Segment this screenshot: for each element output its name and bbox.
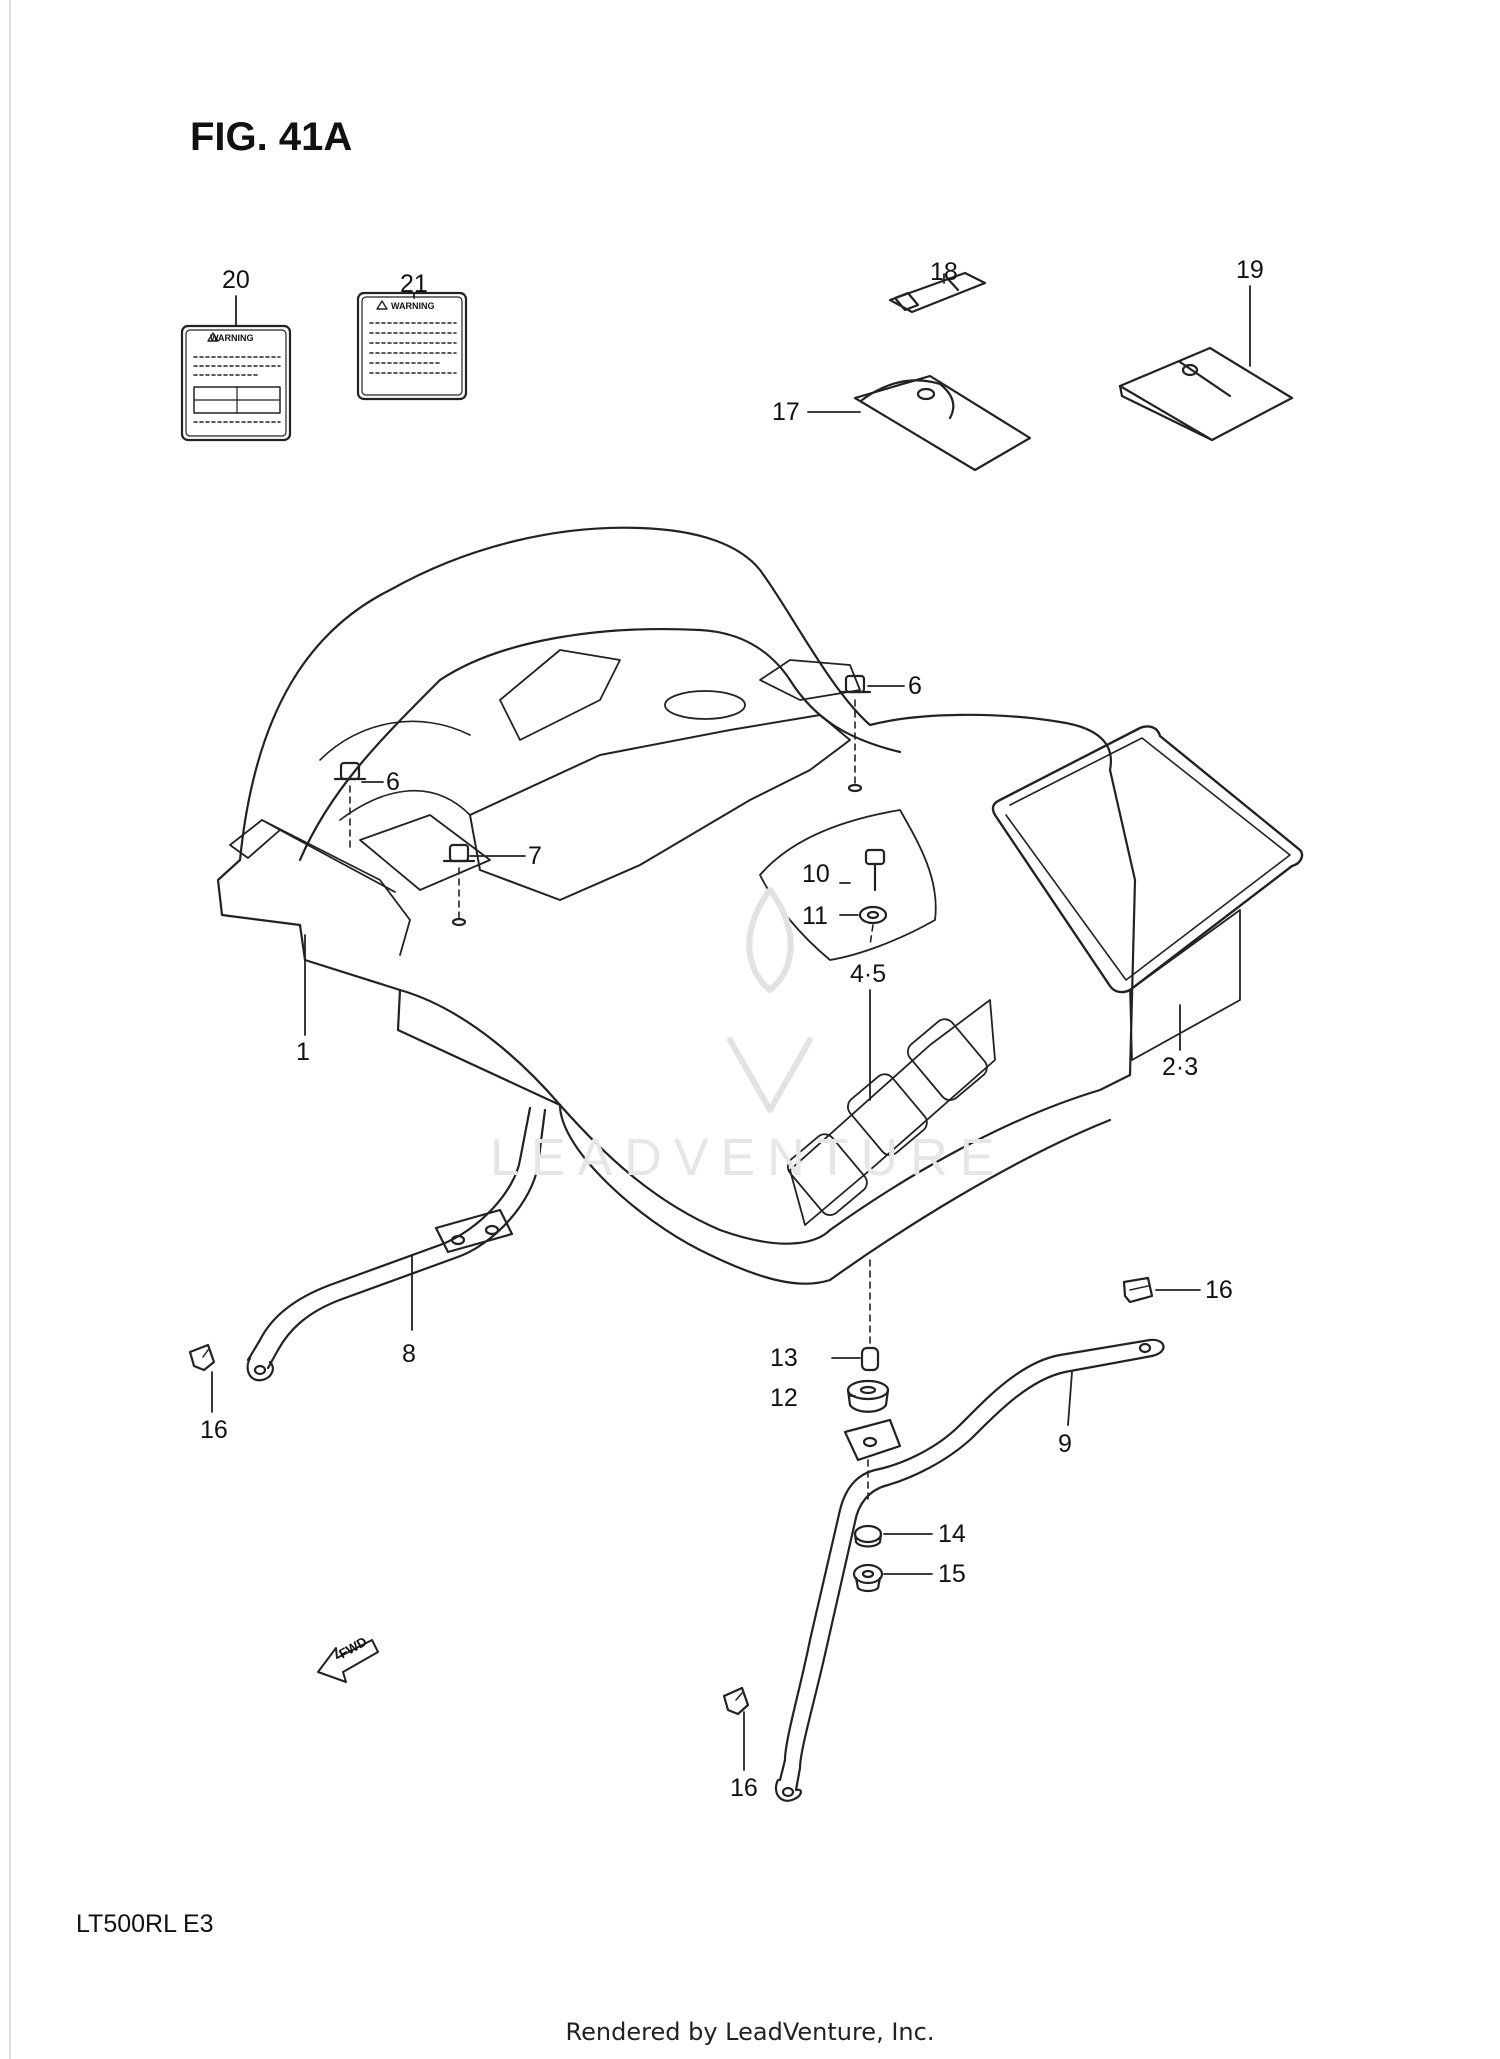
callout-13: 13 bbox=[770, 1344, 798, 1372]
callout-8: 8 bbox=[402, 1340, 416, 1368]
figure-title: FIG. 41A bbox=[190, 115, 353, 159]
callout-15: 15 bbox=[938, 1560, 966, 1588]
part-12-cushion bbox=[846, 1379, 890, 1413]
leader-lines bbox=[211, 273, 1251, 1771]
part-16-cap-left bbox=[188, 1343, 216, 1372]
part-14-washer bbox=[853, 1524, 883, 1548]
callout-14: 14 bbox=[938, 1520, 966, 1548]
callout-9: 9 bbox=[1058, 1430, 1072, 1458]
warning-label-20 bbox=[180, 324, 292, 442]
part-9-stay-right bbox=[774, 1338, 1165, 1802]
part-13-collar bbox=[860, 1346, 880, 1372]
callout-12: 12 bbox=[770, 1384, 798, 1412]
callout-17: 17 bbox=[772, 398, 800, 426]
label-21-heading: WARNING bbox=[391, 301, 435, 311]
part-4-5-fender-decal bbox=[787, 999, 996, 1226]
part-6-bolt-left bbox=[333, 761, 367, 851]
model-code: LT500RL E3 bbox=[76, 1910, 214, 1938]
part-7-bolt bbox=[442, 843, 476, 927]
part-8-stay-left bbox=[246, 1106, 547, 1382]
part-6-bolt-right bbox=[838, 674, 872, 793]
callout-11: 11 bbox=[802, 902, 828, 930]
callout-6-left: 6 bbox=[386, 768, 400, 796]
part-2-3-rear-panel bbox=[991, 725, 1304, 1061]
part-18-clip bbox=[888, 271, 987, 314]
callout-18: 18 bbox=[930, 258, 958, 286]
watermark-logo bbox=[727, 887, 813, 1113]
part-15-nut bbox=[852, 1563, 884, 1593]
part-17-pad bbox=[853, 374, 1032, 472]
callout-10: 10 bbox=[802, 860, 830, 888]
callout-19: 19 bbox=[1236, 256, 1264, 284]
callout-4-5: 4·5 bbox=[850, 960, 887, 988]
part-19-pouch bbox=[1118, 346, 1294, 442]
part-10-screw bbox=[864, 848, 886, 892]
part-11-washer bbox=[858, 905, 888, 946]
render-credit: Rendered by LeadVenture, Inc. bbox=[565, 2018, 935, 2046]
part-16-cap-lower bbox=[722, 1686, 750, 1716]
label-20-heading: WARNING bbox=[210, 333, 254, 343]
warning-label-21 bbox=[356, 291, 468, 401]
callout-7: 7 bbox=[528, 842, 542, 870]
fwd-arrow-icon bbox=[317, 1639, 379, 1683]
callout-16-lower: 16 bbox=[730, 1774, 758, 1802]
watermark-text: LEADVENTURE bbox=[490, 1129, 1007, 1187]
callout-16-left: 16 bbox=[200, 1416, 228, 1444]
part-16-cap-upper bbox=[1122, 1276, 1154, 1304]
callout-16-upper: 16 bbox=[1205, 1276, 1233, 1304]
callout-6-right: 6 bbox=[908, 672, 922, 700]
callout-20: 20 bbox=[222, 266, 250, 294]
callout-21: 21 bbox=[400, 270, 428, 298]
part-1-rear-fender bbox=[216, 526, 1137, 1285]
callout-1: 1 bbox=[296, 1038, 310, 1066]
callout-2-3: 2·3 bbox=[1162, 1053, 1199, 1081]
